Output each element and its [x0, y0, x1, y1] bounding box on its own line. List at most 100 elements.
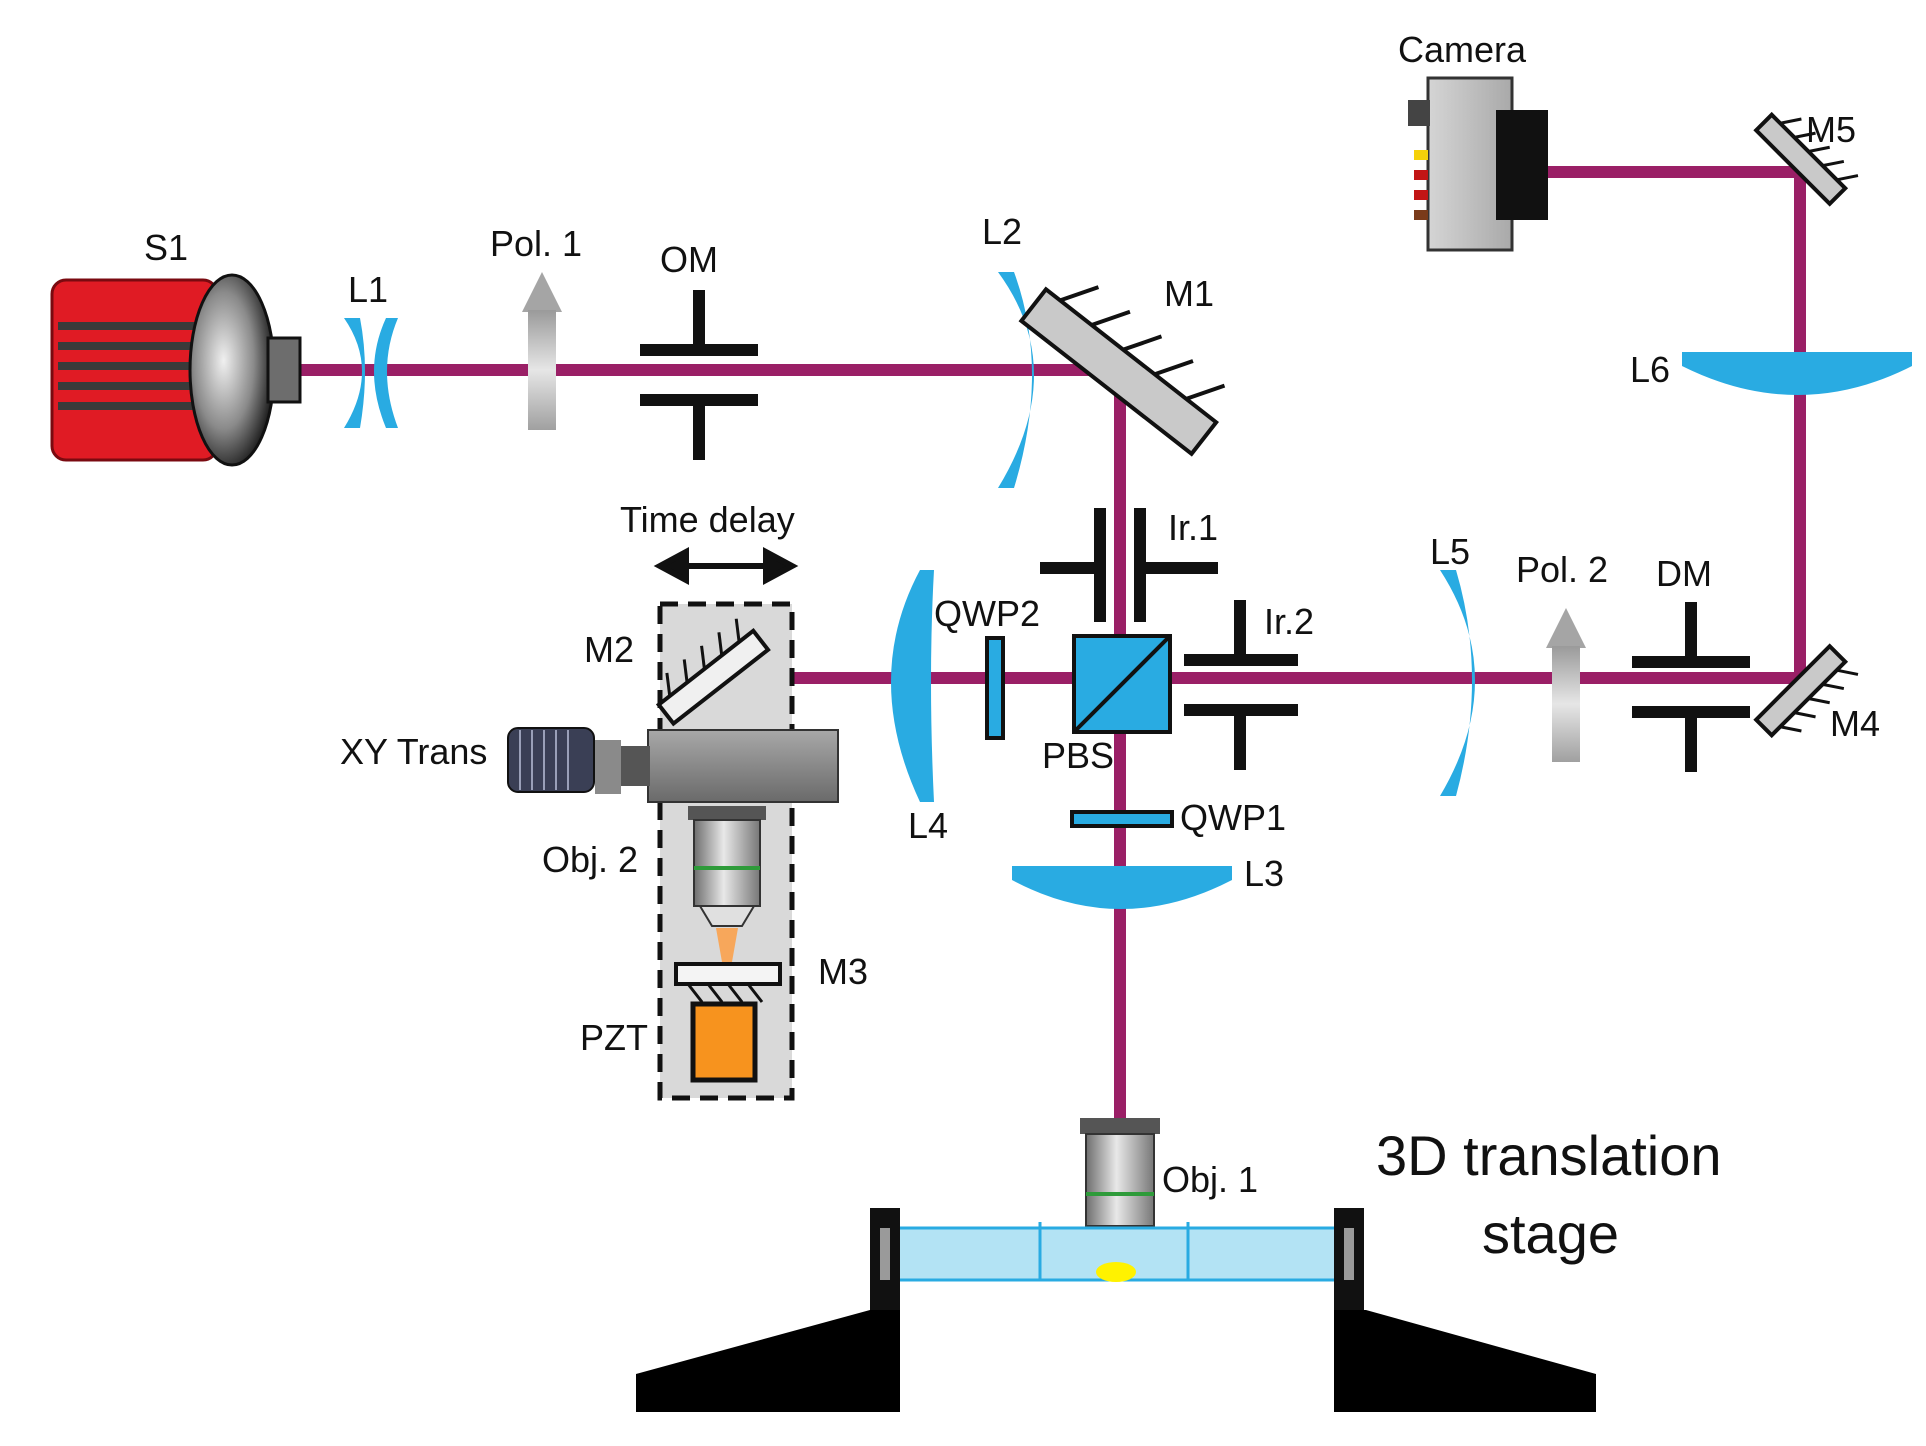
hatch-mark: [746, 983, 764, 1003]
label-m5: M5: [1806, 109, 1857, 150]
hatch-mark: [1091, 309, 1131, 327]
label-obj1: Obj. 1: [1162, 1159, 1259, 1200]
label-l3: L3: [1244, 853, 1285, 894]
hatch-mark: [1836, 174, 1859, 182]
xy-translator-body: [647, 729, 839, 803]
dichroic-mirror: [1632, 602, 1750, 772]
label-stage-line2: stage: [1482, 1202, 1619, 1265]
mirror-m1-hatch: [1059, 285, 1226, 401]
mirror-m1-body: [1018, 286, 1219, 457]
hatch-mark: [682, 659, 689, 683]
label-l6: L6: [1630, 349, 1671, 390]
hatch-mark: [1154, 359, 1194, 377]
label-pzt: PZT: [580, 1017, 648, 1058]
xy-translator-knob: [507, 727, 595, 793]
mirror-m5-body: [1753, 111, 1849, 207]
hatch-mark: [1185, 383, 1226, 401]
iris-1: [1040, 508, 1218, 622]
source-fin: [58, 322, 208, 330]
obj2-green-ring: [694, 866, 760, 870]
laser-source-icon: [50, 273, 302, 467]
polarizer-1-bar: [528, 310, 556, 430]
stage-left-ramp: [636, 1310, 900, 1412]
camera-led-red: [1414, 170, 1428, 180]
lens-l6: [1682, 352, 1912, 395]
label-l1: L1: [348, 269, 389, 310]
delay-arrow-left-head: [653, 546, 689, 586]
mirror-m2-body: [655, 628, 771, 727]
translation-stage: [636, 1208, 1596, 1412]
label-obj2: Obj. 2: [542, 839, 639, 880]
hatch-mark: [1836, 668, 1859, 676]
polarizer-2-bar: [1552, 646, 1580, 762]
label-time-delay: Time delay: [620, 499, 795, 540]
camera-led-yellow: [1414, 150, 1428, 160]
camera-sensor-mount: [1496, 110, 1548, 220]
quarter-wave-plate-1: [1070, 810, 1174, 828]
xy-translator: [507, 727, 839, 803]
obj1-green-ring: [1086, 1192, 1154, 1196]
camera-connector: [1408, 100, 1430, 126]
source-fin: [58, 362, 208, 370]
xy-translator-knob-collar: [595, 740, 621, 794]
label-stage-line1: 3D translation: [1376, 1124, 1722, 1187]
obj1-barrel: [1085, 1133, 1155, 1227]
mirror-m5: [1753, 111, 1859, 207]
label-ir1: Ir.1: [1168, 507, 1219, 548]
hatch-mark: [1808, 697, 1830, 705]
label-xy-trans: XY Trans: [340, 731, 488, 772]
time-delay-stage: [507, 546, 839, 1101]
source-fin: [58, 402, 208, 410]
delay-arrow-right-head: [763, 546, 799, 586]
hatch-mark: [1794, 131, 1816, 139]
label-m3: M3: [818, 951, 869, 992]
label-om: OM: [660, 239, 718, 280]
delay-arrow: [653, 546, 799, 586]
source-fin: [58, 342, 208, 350]
mirror-m2-hatch: [665, 618, 741, 697]
obj2-focus-cone: [716, 928, 738, 962]
iris-2: [1184, 600, 1298, 770]
hatch-mark: [734, 618, 741, 643]
mirror-m5-hatch: [1779, 117, 1859, 182]
hatch-mark: [1779, 725, 1802, 733]
water-chamber: [884, 1226, 1350, 1282]
source-port: [266, 336, 302, 404]
source-fin: [58, 382, 208, 390]
hatch-mark: [1779, 117, 1802, 125]
polarizer-1-arrow: [522, 272, 562, 312]
mirror-m2: [655, 618, 771, 727]
mirror-m3-hatch: [686, 983, 764, 1003]
hatch-mark: [665, 672, 672, 697]
mirror-m4-hatch: [1779, 668, 1859, 733]
camera-led-red: [1414, 190, 1428, 200]
source-head: [188, 273, 276, 467]
hatch-mark: [1822, 682, 1845, 691]
pbs-diagonal: [1072, 634, 1172, 734]
hatch-mark: [717, 632, 724, 656]
lens-l2: [998, 272, 1034, 488]
stage-right-ramp: [1334, 1310, 1596, 1412]
hatch-mark: [706, 983, 724, 1003]
objective-lens-icon: [688, 806, 766, 962]
polarizing-beam-splitter: [1072, 634, 1172, 734]
lens-l4: [891, 570, 934, 802]
hatch-mark: [1794, 711, 1816, 719]
label-m4: M4: [1830, 703, 1881, 744]
hatch-mark: [726, 983, 744, 1003]
obj2-tip: [698, 905, 756, 927]
label-qwp1: QWP1: [1180, 797, 1287, 838]
optical-modulator: [640, 290, 758, 460]
obj2-collar: [688, 806, 766, 820]
mirror-m4: [1753, 643, 1859, 739]
polarizer-2-arrow: [1546, 608, 1586, 648]
label-ir2: Ir.2: [1264, 601, 1315, 642]
source-fins: [58, 322, 208, 410]
label-pol1: Pol. 1: [490, 223, 583, 264]
mirror-m1: [1018, 285, 1226, 457]
camera-led-dark: [1414, 210, 1428, 220]
label-pol2: Pol. 2: [1516, 549, 1609, 590]
label-l5: L5: [1430, 531, 1471, 572]
label-qwp2: QWP2: [934, 593, 1041, 634]
